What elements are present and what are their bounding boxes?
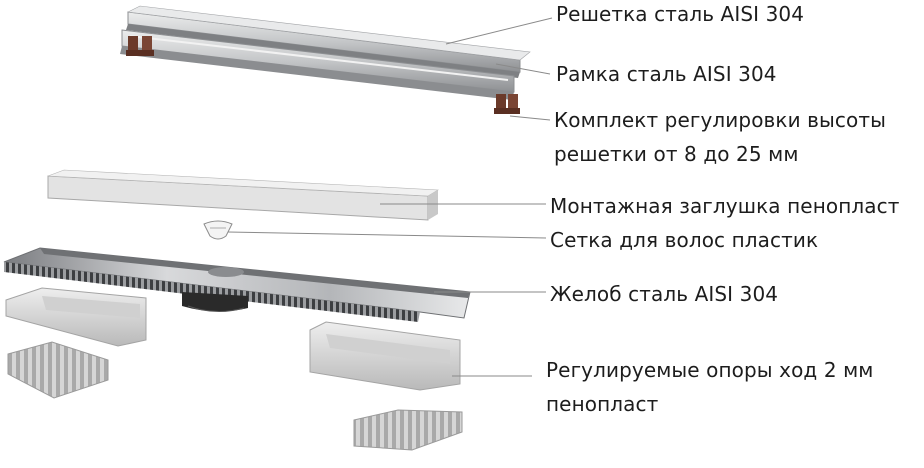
- plug-part: [47, 169, 439, 221]
- callout-hair: Сетка для волос пластик: [550, 228, 819, 252]
- callout-frame: Рамка сталь AISI 304: [556, 62, 777, 86]
- channel-part: [3, 247, 471, 322]
- leader-hair: [227, 231, 547, 239]
- grate-part: [126, 5, 531, 78]
- supports-part: [5, 287, 463, 451]
- adjust-feet: [126, 36, 520, 114]
- callout-adjust-line-1: Комплект регулировки высоты: [554, 108, 887, 132]
- callout-plug: Монтажная заглушка пенопласт: [550, 194, 900, 218]
- callout-channel: Желоб сталь AISI 304: [550, 282, 779, 306]
- leader-frame: [495, 63, 551, 75]
- leader-grate: [445, 17, 553, 45]
- frame-part: [120, 29, 515, 100]
- leader-adjust: [509, 115, 551, 121]
- callout-grate: Решетка сталь AISI 304: [556, 2, 805, 26]
- leader-lines: [227, 17, 553, 377]
- callout-supports-line-2: пенопласт: [546, 392, 659, 416]
- hair-filter-part: [203, 220, 233, 240]
- callout-supports-line-1: Регулируемые опоры ход 2 мм: [546, 358, 874, 382]
- callout-adjust-line-2: решетки от 8 до 25 мм: [554, 142, 799, 166]
